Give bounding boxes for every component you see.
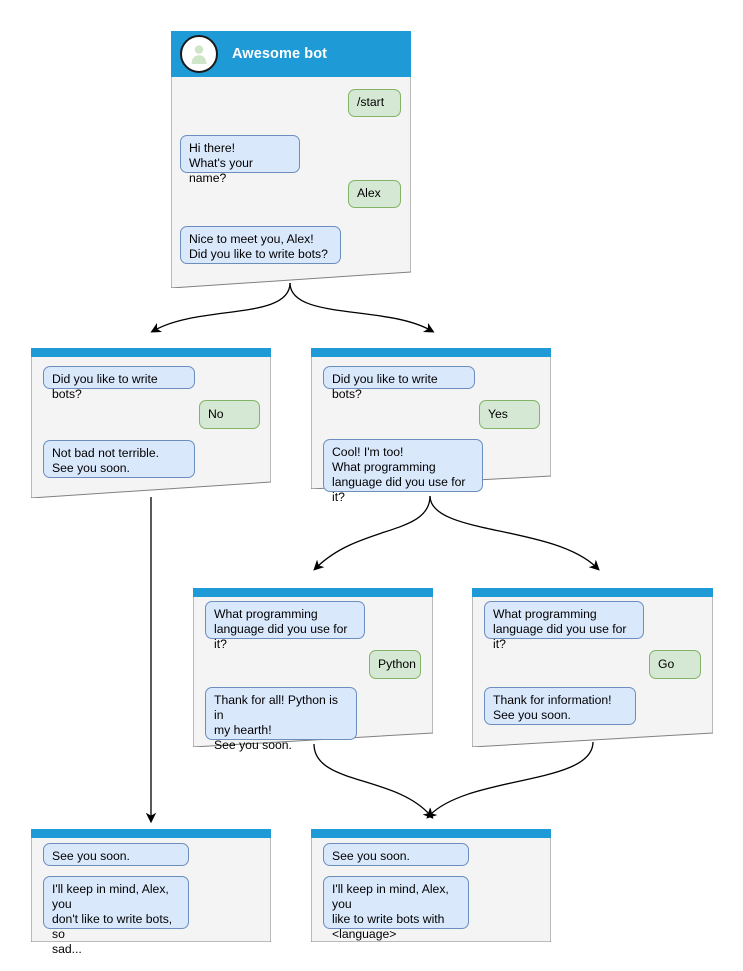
answer-no-node[interactable]: Did you like to write bots? No Not bad n… — [31, 348, 271, 498]
bot-message-bubble: Thank for all! Python is in my hearth! S… — [205, 687, 357, 752]
end-sad-node-chat: See you soon. I'll keep in mind, Alex, y… — [31, 838, 271, 956]
edge-yes-to-go — [429, 495, 600, 571]
user-message-bubble: /start — [348, 89, 401, 117]
answer-no-node-header — [31, 348, 271, 357]
bot-message-bubble: Not bad not terrible. See you soon. — [43, 440, 195, 478]
start-node-header: Awesome bot — [171, 31, 411, 77]
start-node-chat: /start Hi there! What's your name? Alex … — [171, 77, 411, 288]
answer-go-node[interactable]: What programming language did you use fo… — [472, 588, 713, 747]
person-avatar-icon — [180, 35, 218, 73]
bot-message-bubble: I'll keep in mind, Alex, you don't like … — [43, 876, 189, 956]
answer-yes-node-chat: Did you like to write bots? Yes Cool! I'… — [311, 357, 551, 504]
end-happy-node[interactable]: See you soon. I'll keep in mind, Alex, y… — [311, 829, 551, 942]
end-sad-node[interactable]: See you soon. I'll keep in mind, Alex, y… — [31, 829, 271, 956]
end-happy-node-header — [311, 829, 551, 838]
answer-python-node[interactable]: What programming language did you use fo… — [193, 588, 433, 752]
edge-start-to-no — [150, 282, 291, 333]
answer-yes-node[interactable]: Did you like to write bots? Yes Cool! I'… — [311, 348, 551, 504]
bot-message-bubble: See you soon. — [323, 843, 469, 866]
edge-go-to-end-happy — [426, 741, 594, 819]
bot-message-bubble: Did you like to write bots? — [323, 366, 475, 401]
bot-message-bubble: Cool! I'm too! What programming language… — [323, 439, 483, 504]
bot-message-bubble: Nice to meet you, Alex! Did you like to … — [180, 226, 341, 264]
user-message-bubble: Yes — [479, 400, 540, 429]
answer-python-node-chat: What programming language did you use fo… — [193, 597, 433, 752]
edge-start-to-yes — [289, 282, 435, 333]
bot-message-bubble: What programming language did you use fo… — [205, 601, 365, 651]
start-node[interactable]: Awesome bot /start Hi there! What's your… — [171, 31, 411, 288]
end-sad-node-header — [31, 829, 271, 838]
answer-go-node-chat: What programming language did you use fo… — [472, 597, 713, 747]
user-message-bubble: No — [199, 400, 260, 429]
bot-message-bubble: I'll keep in mind, Alex, you like to wri… — [323, 876, 469, 941]
bot-message-bubble: Did you like to write bots? — [43, 366, 195, 401]
bot-name-label: Awesome bot — [232, 46, 328, 62]
answer-yes-node-header — [311, 348, 551, 357]
answer-no-node-chat: Did you like to write bots? No Not bad n… — [31, 357, 271, 498]
bot-message-bubble: Hi there! What's your name? — [180, 135, 300, 185]
user-message-bubble: Go — [649, 650, 701, 679]
end-happy-node-chat: See you soon. I'll keep in mind, Alex, y… — [311, 838, 551, 942]
edge-python-to-end-happy — [313, 743, 434, 819]
bot-message-bubble: Thank for information! See you soon. — [484, 687, 636, 725]
answer-go-node-header — [472, 588, 713, 597]
bot-message-bubble: See you soon. — [43, 843, 189, 866]
answer-python-node-header — [193, 588, 433, 597]
bot-message-bubble: What programming language did you use fo… — [484, 601, 644, 651]
user-message-bubble: Python — [369, 650, 421, 679]
user-message-bubble: Alex — [348, 180, 401, 208]
edge-yes-to-python — [313, 495, 431, 571]
